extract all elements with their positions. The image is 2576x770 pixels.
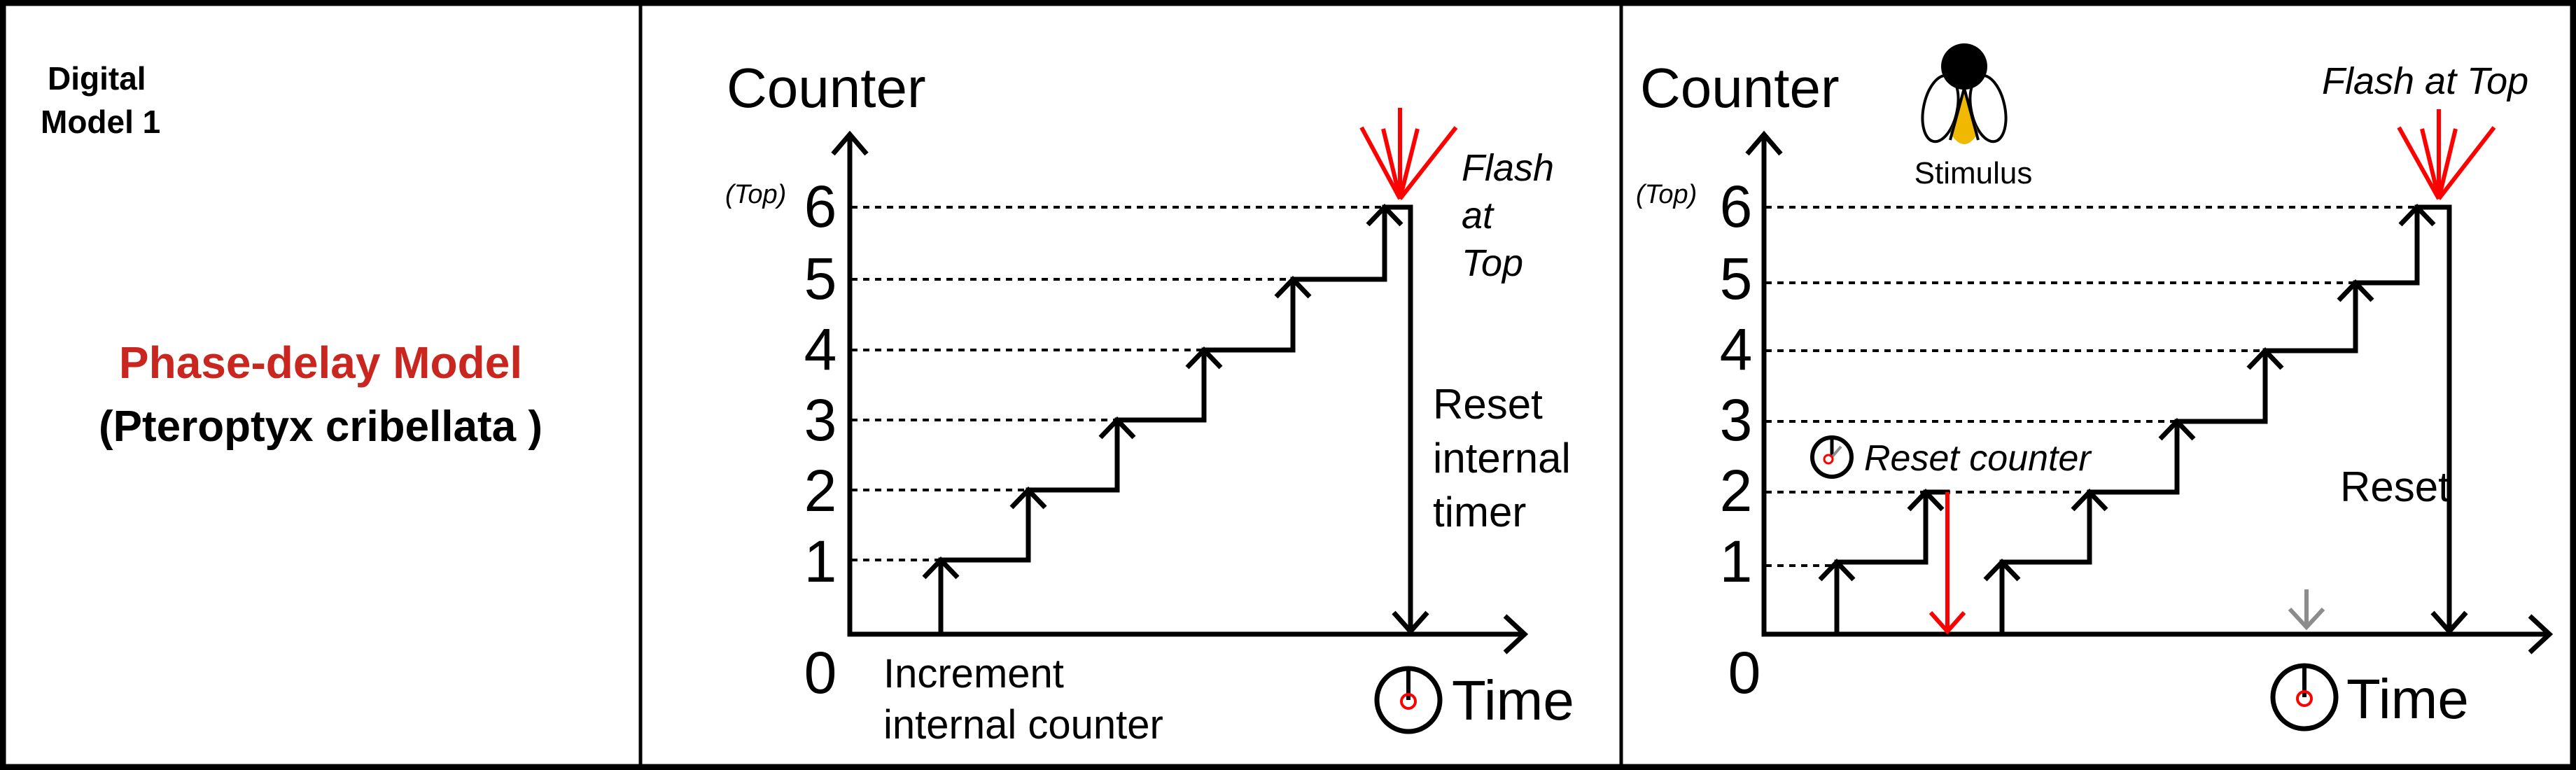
level-labels: 0 1 2 3 4 5 6 — [804, 174, 837, 706]
reset-label: Reset — [2340, 463, 2450, 510]
flash-rays-icon — [2397, 109, 2496, 200]
reset-label-line2: internal — [1433, 435, 1571, 482]
flash-rays-icon — [1359, 108, 1458, 200]
left-panel: Digital Model 1 Phase-delay Model (Ptero… — [41, 60, 542, 451]
reset-clock-icon — [1810, 435, 1854, 479]
timer-clock-icon — [1374, 666, 1443, 734]
level-1: 1 — [1720, 528, 1753, 594]
level-gridlines — [851, 206, 1385, 561]
level-6: 6 — [804, 174, 837, 239]
reset-label-line1: Reset — [1433, 381, 1543, 428]
level-4: 4 — [1720, 316, 1753, 382]
model-name: Phase-delay Model — [119, 337, 522, 388]
top-label: (Top) — [1636, 180, 1697, 209]
level-3: 3 — [1720, 387, 1753, 453]
level-1: 1 — [804, 528, 837, 594]
species-name: (Pteroptyx cribellata ) — [99, 402, 542, 451]
level-labels: 0 1 2 3 4 5 6 — [1720, 174, 1761, 706]
reset-label-line3: timer — [1433, 489, 1526, 536]
level-4: 4 — [804, 316, 837, 382]
stimulus-counter-diagram: Counter (Top) 0 1 2 3 4 5 6 — [1636, 43, 2554, 732]
level-2: 2 — [1720, 458, 1753, 524]
reset-arrow-red — [1928, 492, 1966, 635]
level-0: 0 — [1728, 640, 1761, 706]
model-label-line2: Model 1 — [41, 104, 160, 140]
level-5: 5 — [1720, 246, 1753, 312]
y-axis-label: Counter — [727, 57, 926, 119]
level-2: 2 — [804, 458, 837, 524]
increment-label-line1: Increment — [883, 651, 1064, 696]
increment-label-line2: internal counter — [883, 702, 1163, 748]
normal-counter-diagram: Counter (Top) 0 1 2 3 4 5 6 — [725, 57, 1574, 748]
flash-label: Flash at Top — [2322, 60, 2528, 102]
level-6: 6 — [1720, 174, 1753, 239]
top-label: (Top) — [725, 180, 786, 209]
level-0: 0 — [804, 640, 837, 706]
flash-label-line1: Flash — [1462, 147, 1554, 189]
level-gridlines — [1765, 206, 2417, 567]
ghost-flash-arrow — [2288, 589, 2325, 631]
axes — [831, 130, 1529, 654]
flash-label-line2: at — [1462, 195, 1494, 237]
x-axis-label: Time — [1452, 669, 1574, 732]
model-label-line1: Digital — [48, 60, 146, 97]
reset-counter-label: Reset counter — [1864, 438, 2092, 479]
axes — [1745, 130, 2554, 654]
x-axis-label: Time — [2346, 668, 2469, 730]
counter-staircase — [1818, 203, 2468, 637]
stimulus-label: Stimulus — [1914, 156, 2033, 190]
flash-label-line3: Top — [1462, 242, 1523, 284]
timer-clock-icon — [2270, 663, 2339, 732]
counter-staircase — [922, 203, 1429, 637]
level-5: 5 — [804, 246, 837, 312]
level-3: 3 — [804, 387, 837, 453]
y-axis-label: Counter — [1640, 57, 1840, 119]
firefly-icon — [1921, 43, 2008, 144]
